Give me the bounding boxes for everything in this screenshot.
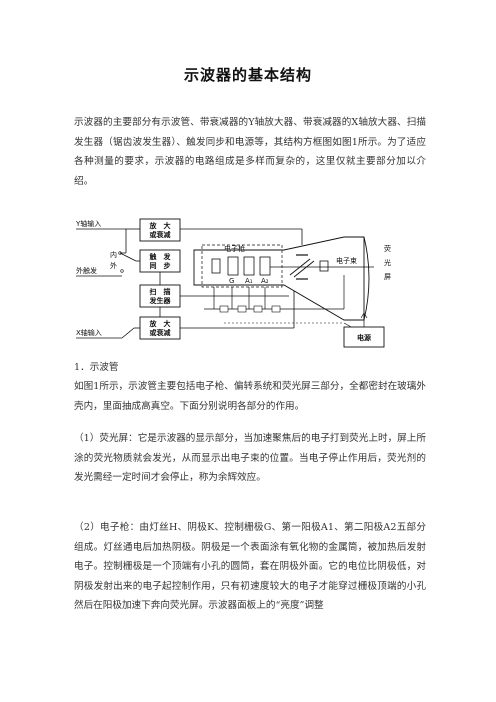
y-input-label: Y轴输入 bbox=[75, 219, 101, 228]
outer-label: 外 bbox=[110, 261, 117, 270]
x-amp-label-2: 或衰减 bbox=[150, 328, 171, 337]
sweep-label-2: 发生器 bbox=[149, 296, 172, 305]
electron-gun-label: 电子枪 bbox=[224, 244, 245, 253]
trigger-label-1: 触 发 bbox=[149, 252, 172, 261]
inner-label: 内 bbox=[110, 250, 117, 259]
electrode-a1-label: A₁ bbox=[245, 277, 253, 285]
trigger-label-2: 同 步 bbox=[150, 261, 171, 270]
oscilloscope-block-diagram: Y轴输入 放 大 或衰减 内 外触发 外 触 发 同 步 扫 描 发生器 X轴输… bbox=[75, 218, 391, 348]
x-input-label: X轴输入 bbox=[76, 328, 102, 337]
ext-trigger-label: 外触发 bbox=[76, 266, 97, 275]
sweep-label-1: 扫 描 bbox=[150, 287, 171, 296]
power-label: 电源 bbox=[357, 333, 371, 342]
y-amp-label-1: 放 大 bbox=[149, 221, 171, 230]
screen-label-3: 屏 bbox=[384, 273, 391, 281]
section-1-text: 如图1所示，示波管主要包括电子枪、偏转系统和荧光屏三部分，全都密封在玻璃外壳内，… bbox=[74, 381, 426, 412]
intro-paragraph: 示波器的主要部分有示波管、带衰减器的Y轴放大器、带衰减器的X轴放大器、扫描发生器… bbox=[74, 117, 426, 187]
screen-description: （1）荧光屏：它是示波器的显示部分，当加速聚焦后的电子打到荧光上时，屏上所涂的荧… bbox=[74, 433, 426, 483]
electrode-a2-label: A₂ bbox=[261, 277, 269, 285]
electron-gun-box bbox=[201, 244, 283, 288]
y-amp-label-2: 或衰减 bbox=[150, 230, 171, 239]
electrode-g-label: G bbox=[229, 277, 234, 285]
screen-label-2: 光 bbox=[384, 258, 391, 267]
x-amp-label-1: 放 大 bbox=[149, 319, 171, 328]
electron-beam-label: 电子束 bbox=[336, 256, 357, 265]
section-1-heading: 1．示波管 bbox=[74, 362, 119, 373]
screen-label-1: 荧 bbox=[384, 244, 391, 253]
electron-gun-description: （2）电子枪：由灯丝H、阴极K、控制栅极G、第一阳极A1、第二阳极A2五部分组成… bbox=[74, 522, 426, 611]
y-amplifier-box bbox=[139, 218, 181, 242]
page-title: 示波器的基本结构 bbox=[183, 66, 312, 84]
